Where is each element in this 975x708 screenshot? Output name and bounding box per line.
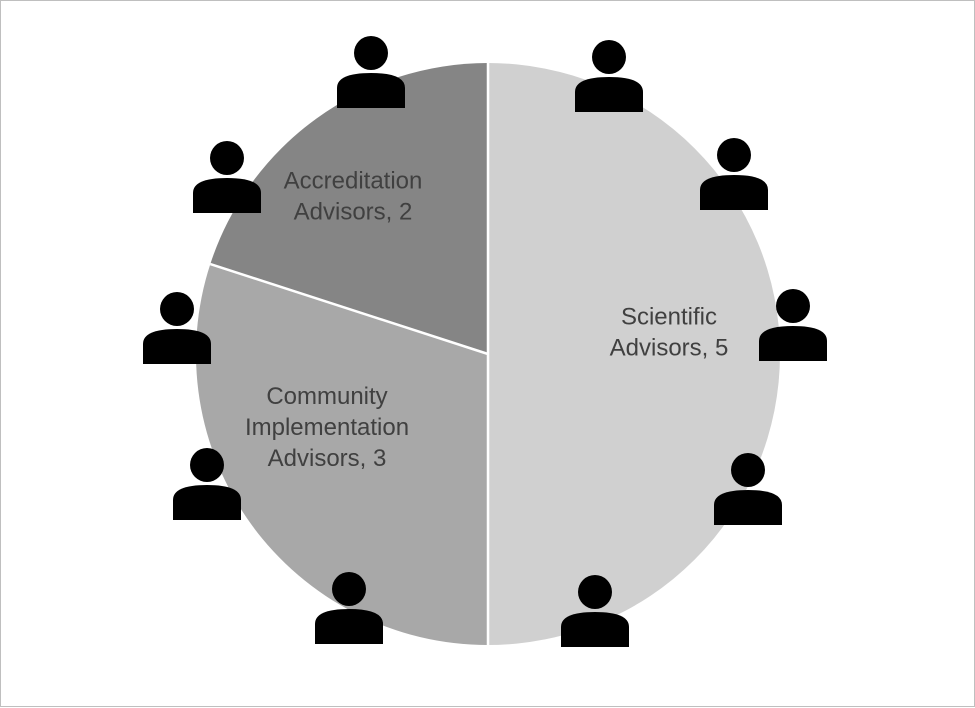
person-icon xyxy=(337,36,405,108)
slice-label-line: Advisors, 2 xyxy=(294,199,413,226)
person-icon xyxy=(315,572,383,644)
slice-label-line: Accreditation xyxy=(284,168,423,195)
slice-label-line: Advisors, 5 xyxy=(610,335,729,362)
person-icon xyxy=(759,289,827,361)
slice-label-line: Scientific xyxy=(621,304,717,331)
person-icon xyxy=(193,141,261,213)
slice-label-line: Implementation xyxy=(245,414,409,441)
slice-label-line: Advisors, 3 xyxy=(268,445,387,472)
slice-label-line: Community xyxy=(266,383,387,410)
pie-slice-2 xyxy=(195,264,488,645)
person-icon xyxy=(575,40,643,112)
slice-separator xyxy=(209,262,489,356)
person-icon xyxy=(714,453,782,525)
person-icon xyxy=(561,575,629,647)
person-icons xyxy=(143,36,827,647)
person-icon xyxy=(143,292,211,364)
pie-slice-3 xyxy=(210,63,488,354)
person-icon xyxy=(173,448,241,520)
person-icon xyxy=(700,138,768,210)
